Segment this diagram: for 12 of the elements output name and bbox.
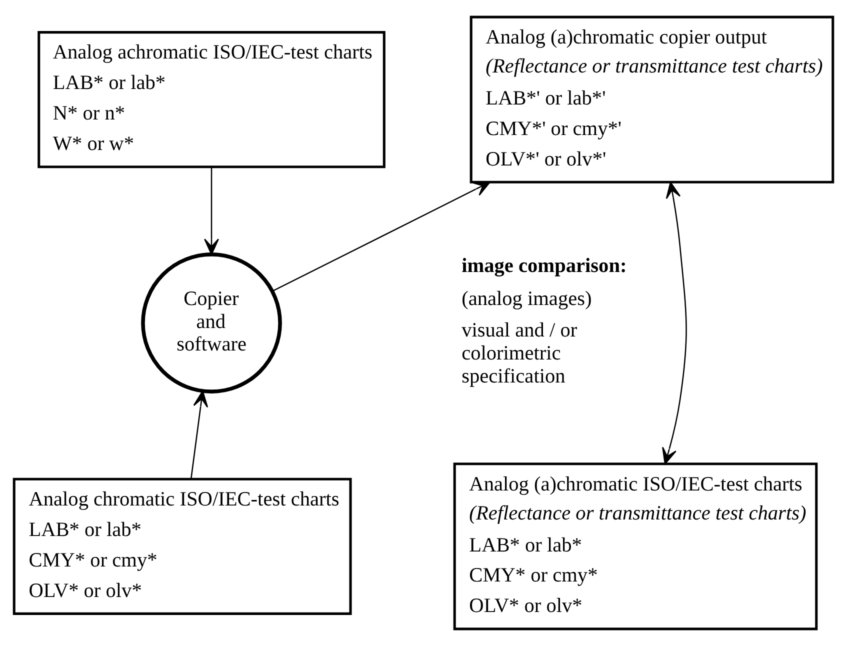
- node-box: Analog achromatic ISO/IEC-test charts LAB* or lab* N* or n* W* or w*: [37, 31, 385, 168]
- node-box: Analog (a)chromatic copier output (Reflectance or transmittance test charts) LAB*' or lab*' CMY*' or cmy*' OLV*' or olv*': [469, 16, 834, 184]
- node-box: Analog (a)chromatic ISO/IEC-test charts (Reflectance or transmittance test charts) LAB* or lab* CMY* or cmy* OLV* or olv*: [452, 462, 818, 630]
- arrow: [272, 182, 490, 292]
- arrow: [204, 167, 218, 255]
- label: visual and / or colorimetric specification: [461, 320, 577, 388]
- node-circle: Copier and software: [140, 252, 282, 394]
- arrow: [662, 182, 686, 464]
- node-box: Analog chromatic ISO/IEC-test charts LAB* or lab* CMY* or cmy* OLV* or olv*: [12, 478, 352, 615]
- label: (analog images): [461, 288, 592, 310]
- label: image comparison:: [461, 254, 626, 277]
- arrow: [190, 390, 208, 479]
